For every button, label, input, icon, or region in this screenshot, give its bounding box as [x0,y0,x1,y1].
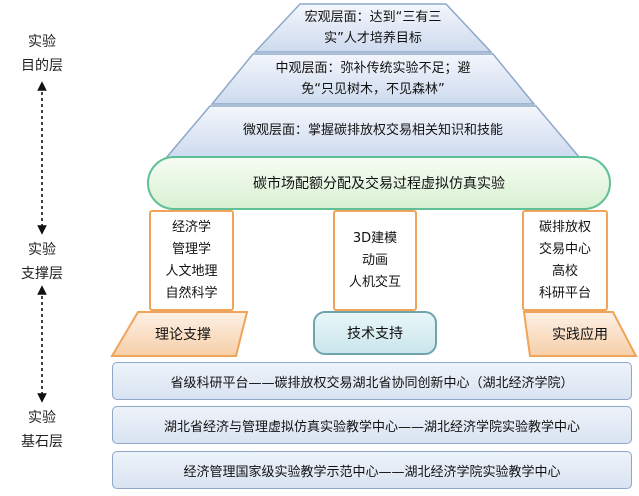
pyramid-middle-line2: 免“只见树木，不见森林” [301,82,445,97]
pillar-practice-line: 交易中心 [538,241,591,257]
label-theory: 理论支撑 [155,327,211,343]
level-label-support: 实验 支撑层 [0,238,84,286]
pyramid-top-line2: 实”人才培养目标 [324,31,422,46]
foundation-bar-2: 湖北省经济与管理虚拟仿真实验教学中心——湖北经济学院实验教学中心 [112,406,632,444]
level-label-support-line1: 实验 [28,242,56,258]
practice-footer-shape [522,311,638,357]
pyramid-bottom-text: 微观层面：掌握碳排放权交易相关知识和技能 [242,122,503,138]
pyramid-top-text: 宏观层面：达到“三有三 实”人才培养目标 [258,5,488,51]
pillar-practice: 碳排放权 交易中心 高校 科研平台 [522,210,608,311]
pillar-tech: 3D建模 动画 人机交互 [333,210,417,311]
foundation-bar-3: 经济管理国家级实验教学示范中心——湖北经济学院实验教学中心 [112,451,632,489]
label-practice: 实践应用 [552,327,608,343]
pillar-practice-line: 高校 [551,263,578,279]
pillar-theory-line: 经济学 [171,219,211,235]
pillar-theory-line: 管理学 [171,241,211,257]
level-label-foundation-line2: 基石层 [21,434,63,450]
pyramid-middle-text: 中观层面：弥补传统实验不足；避 免“只见树木，不见森林” [220,56,526,102]
pillar-tech-line: 动画 [361,252,388,268]
level-label-goal-line1: 实验 [28,34,56,50]
pyramid [164,3,582,159]
level-arrows [37,81,47,403]
level-label-goal: 实验 目的层 [0,30,84,78]
level-label-goal-line2: 目的层 [21,58,63,74]
pillar-theory-line: 人文地理 [165,263,218,279]
pillar-practice-line: 碳排放权 [538,219,591,235]
pillar-tech-line: 3D建模 [352,230,398,246]
pyramid-top-line1: 宏观层面：达到“三有三 [304,10,442,25]
level-label-support-line2: 支撑层 [21,266,63,282]
pillar-tech-line: 人机交互 [348,274,401,290]
pillar-theory: 经济学 管理学 人文地理 自然科学 [149,210,234,311]
core-experiment: 碳市场配额分配及交易过程虚拟仿真实验 [147,156,611,210]
pyramid-top-tier [253,3,493,53]
label-tech: 技术支持 [313,311,437,355]
pillar-theory-line: 自然科学 [165,285,218,301]
pillar-practice-line: 科研平台 [538,285,591,301]
level-label-foundation-line1: 实验 [28,410,56,426]
pyramid-middle-line1: 中观层面：弥补传统实验不足；避 [275,61,471,76]
theory-footer-shape [110,311,249,357]
foundation-bar-1: 省级科研平台——碳排放权交易湖北省协同创新中心（湖北经济学院） [112,362,632,400]
level-label-foundation: 实验 基石层 [0,406,84,454]
pyramid-middle-tier [210,53,536,105]
